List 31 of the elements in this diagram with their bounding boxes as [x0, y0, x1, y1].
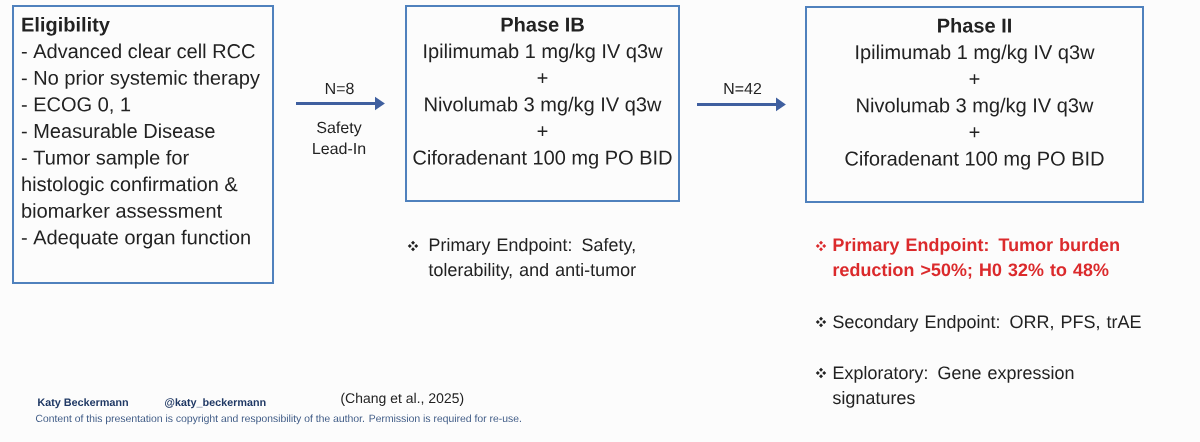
list-item: - Measurable Disease [21, 123, 215, 139]
copyright-note: Content of this presentation is copyright and responsibility of the author. Permission is required for re-use. [35, 414, 521, 425]
list-item: - Adequate organ function [21, 229, 250, 249]
trial-arm-box [805, 6, 1144, 203]
bullet-text: Primary Endpoint: Safety, tolerability, and anti-tumor [428, 237, 636, 280]
criteria-box [12, 5, 274, 284]
box-heading: Eligibility [22, 17, 110, 36]
bullet-text: Primary Endpoint: Tumor burden reduction >50%; H0 32% to 48% [833, 237, 1119, 279]
plus-sign: + [537, 73, 548, 83]
bullet-text: Secondary Endpoint: ORR, PFS, trAE [833, 314, 1141, 332]
social-handle: @katy_beckermann [165, 398, 266, 409]
dose-text: Ciforadenant 100 mg PO BID [413, 150, 672, 169]
list-item: - Tumor sample for histologic confirmation & biomarker assessment [21, 150, 238, 218]
dose-text: Ipilimumab 1 mg/kg IV q3w [424, 43, 663, 63]
list-item: - ECOG 0, 1 [21, 97, 131, 114]
plus-sign: + [537, 126, 548, 137]
dose-text: Ciforadenant 100 mg PO BID [845, 151, 1104, 170]
box-heading: Phase II [938, 18, 1011, 33]
list-item: - No prior systemic therapy [21, 70, 260, 89]
dose-text: Nivolumab 3 mg/kg IV q3w [425, 96, 662, 116]
trial-arm-box [405, 5, 680, 202]
dose-text: Ipilimumab 1 mg/kg IV q3w [856, 44, 1095, 64]
arrow-caption: Safety Lead-In [313, 121, 366, 155]
citation: (Chang et al., 2025) [341, 392, 464, 406]
plus-sign: + [969, 74, 980, 84]
plus-sign: + [969, 127, 980, 138]
box-heading: Phase IB [501, 17, 584, 32]
bullet-text: Exploratory: Gene expression signatures [832, 365, 1074, 408]
author-name: Katy Beckermann [38, 398, 128, 409]
dose-text: Nivolumab 3 mg/kg IV q3w [857, 97, 1094, 117]
list-item: - Advanced clear cell RCC [21, 43, 255, 59]
